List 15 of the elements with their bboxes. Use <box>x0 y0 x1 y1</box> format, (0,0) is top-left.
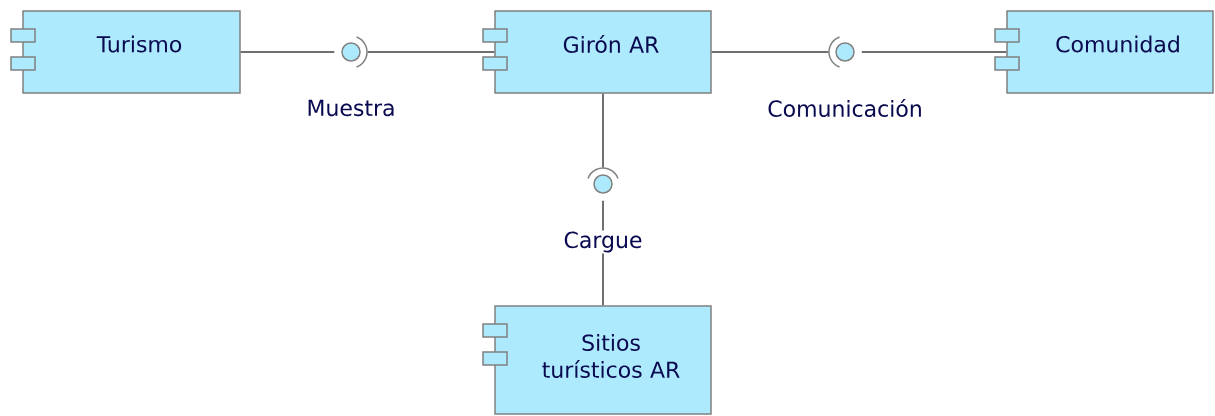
interface-label: Cargue <box>562 230 644 254</box>
connector-line <box>367 51 495 53</box>
interface-symbol <box>341 36 368 68</box>
connector-line <box>861 51 1007 53</box>
connector-line <box>240 51 335 53</box>
component-box: Girón AR <box>482 10 712 94</box>
interface-label: Muestra <box>305 98 397 118</box>
connector-line <box>602 93 604 168</box>
interface-symbol <box>587 167 619 194</box>
component-box: Sitios turísticos AR <box>482 305 712 415</box>
interface-symbol <box>828 36 855 68</box>
connector-line <box>711 51 829 53</box>
component-box: Comunidad <box>994 10 1214 94</box>
interface-label: Comunicación <box>766 98 924 118</box>
component-box: Turismo <box>10 10 241 94</box>
